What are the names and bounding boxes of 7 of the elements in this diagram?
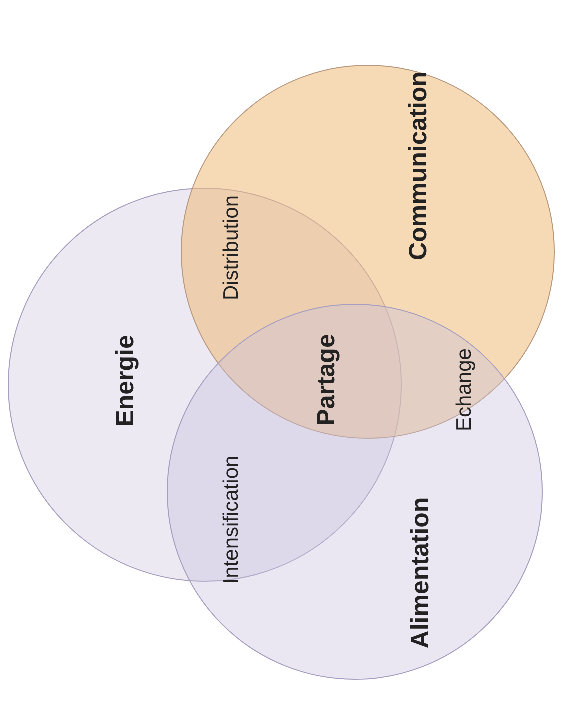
- overlap-label: Distribution: [220, 195, 244, 301]
- circle-title: Alimentation: [406, 497, 436, 649]
- overlap-label: Echange: [453, 348, 477, 432]
- circle-title: Energie: [112, 335, 140, 427]
- center-overlap-label: Partage: [312, 334, 342, 426]
- overlap-label: Intensification: [220, 456, 244, 584]
- circle-title: Communication: [404, 72, 434, 260]
